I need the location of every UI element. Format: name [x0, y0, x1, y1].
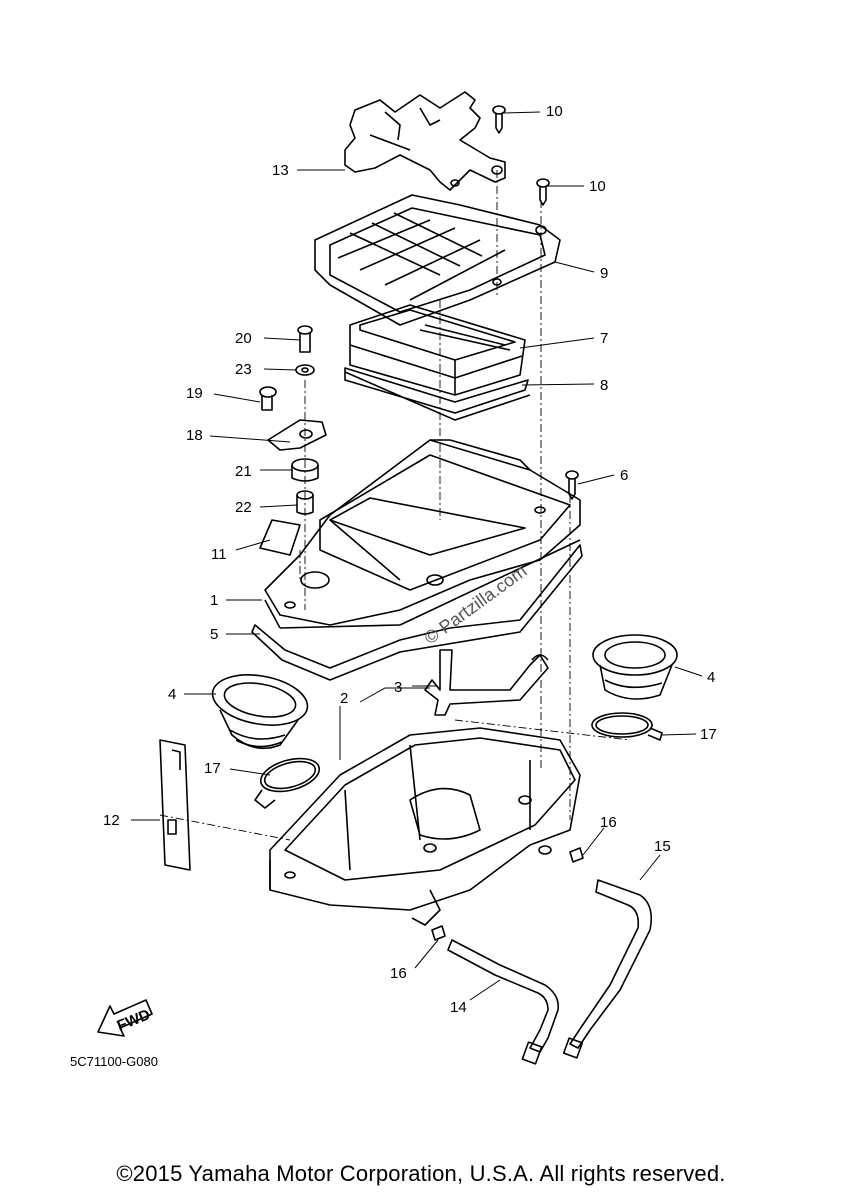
seal-part-5	[251, 544, 583, 681]
diagram-code: 5C71100-G080	[70, 1054, 158, 1069]
callout-14: 14	[450, 999, 467, 1016]
callout-17-right: 17	[700, 726, 717, 743]
clip-part-16-lower	[431, 925, 446, 941]
duct-part-4-left	[211, 674, 309, 750]
callout-13: 13	[272, 162, 289, 179]
callout-6: 6	[620, 467, 628, 484]
callout-16-lower: 16	[390, 965, 407, 982]
callout-2: 2	[340, 690, 348, 707]
plate-part-18	[267, 419, 327, 451]
grommet-part-21	[291, 458, 319, 482]
hose-part-3	[424, 649, 549, 716]
callout-12: 12	[103, 812, 120, 829]
fwd-arrow-icon	[97, 999, 153, 1037]
lower-case-part-2	[269, 727, 581, 926]
label-part-11	[259, 519, 301, 556]
callout-1: 1	[210, 592, 218, 609]
callout-23: 23	[235, 361, 252, 378]
clamp-part-17-left	[254, 757, 321, 809]
hose-part-15	[562, 879, 653, 1059]
copyright-notice: ©2015 Yamaha Motor Corporation, U.S.A. A…	[116, 1161, 726, 1186]
callout-4-left: 4	[168, 686, 176, 703]
watermark: © Partzilla.com	[421, 561, 531, 648]
gasket-part-8	[344, 367, 531, 421]
bolt-part-20	[297, 325, 313, 353]
clamp-part-17-right	[591, 712, 663, 741]
callout-9: 9	[600, 265, 608, 282]
callout-11: 11	[211, 546, 227, 563]
callout-15: 15	[654, 838, 671, 855]
hose-part-14	[447, 939, 560, 1065]
callout-21: 21	[235, 463, 252, 480]
callout-10-top: 10	[546, 103, 563, 120]
sheet-part-12	[159, 739, 191, 871]
callout-17-left: 17	[204, 760, 221, 777]
screw-part-10-top	[492, 105, 506, 134]
callout-5: 5	[210, 626, 218, 643]
callout-22: 22	[235, 499, 252, 516]
callout-3: 3	[394, 679, 402, 696]
callout-16-right: 16	[600, 814, 617, 831]
callout-20: 20	[235, 330, 252, 347]
screw-part-10-right	[536, 178, 550, 206]
duct-part-4-right	[592, 634, 678, 700]
screw-part-6	[565, 470, 579, 500]
callout-7: 7	[600, 330, 608, 347]
callout-labels: 10 13 10 9 7 20 23 8 19 18 21 6 22 11 1 …	[103, 103, 717, 1016]
cover-part-9	[314, 194, 561, 326]
callout-4-right: 4	[707, 669, 715, 686]
washer-part-23	[295, 364, 315, 376]
bracket-part-13	[344, 91, 506, 191]
callout-18: 18	[186, 427, 203, 444]
bolt-part-19	[259, 386, 277, 411]
callout-10-right: 10	[589, 178, 606, 195]
filter-part-7	[349, 304, 526, 396]
alignment-lines	[159, 170, 631, 841]
callout-19: 19	[186, 385, 203, 402]
collar-part-22	[296, 490, 314, 515]
clip-part-16-right	[569, 847, 584, 863]
callout-8: 8	[600, 377, 608, 394]
leader-lines	[131, 111, 703, 1001]
upper-case-part-1	[264, 439, 581, 629]
